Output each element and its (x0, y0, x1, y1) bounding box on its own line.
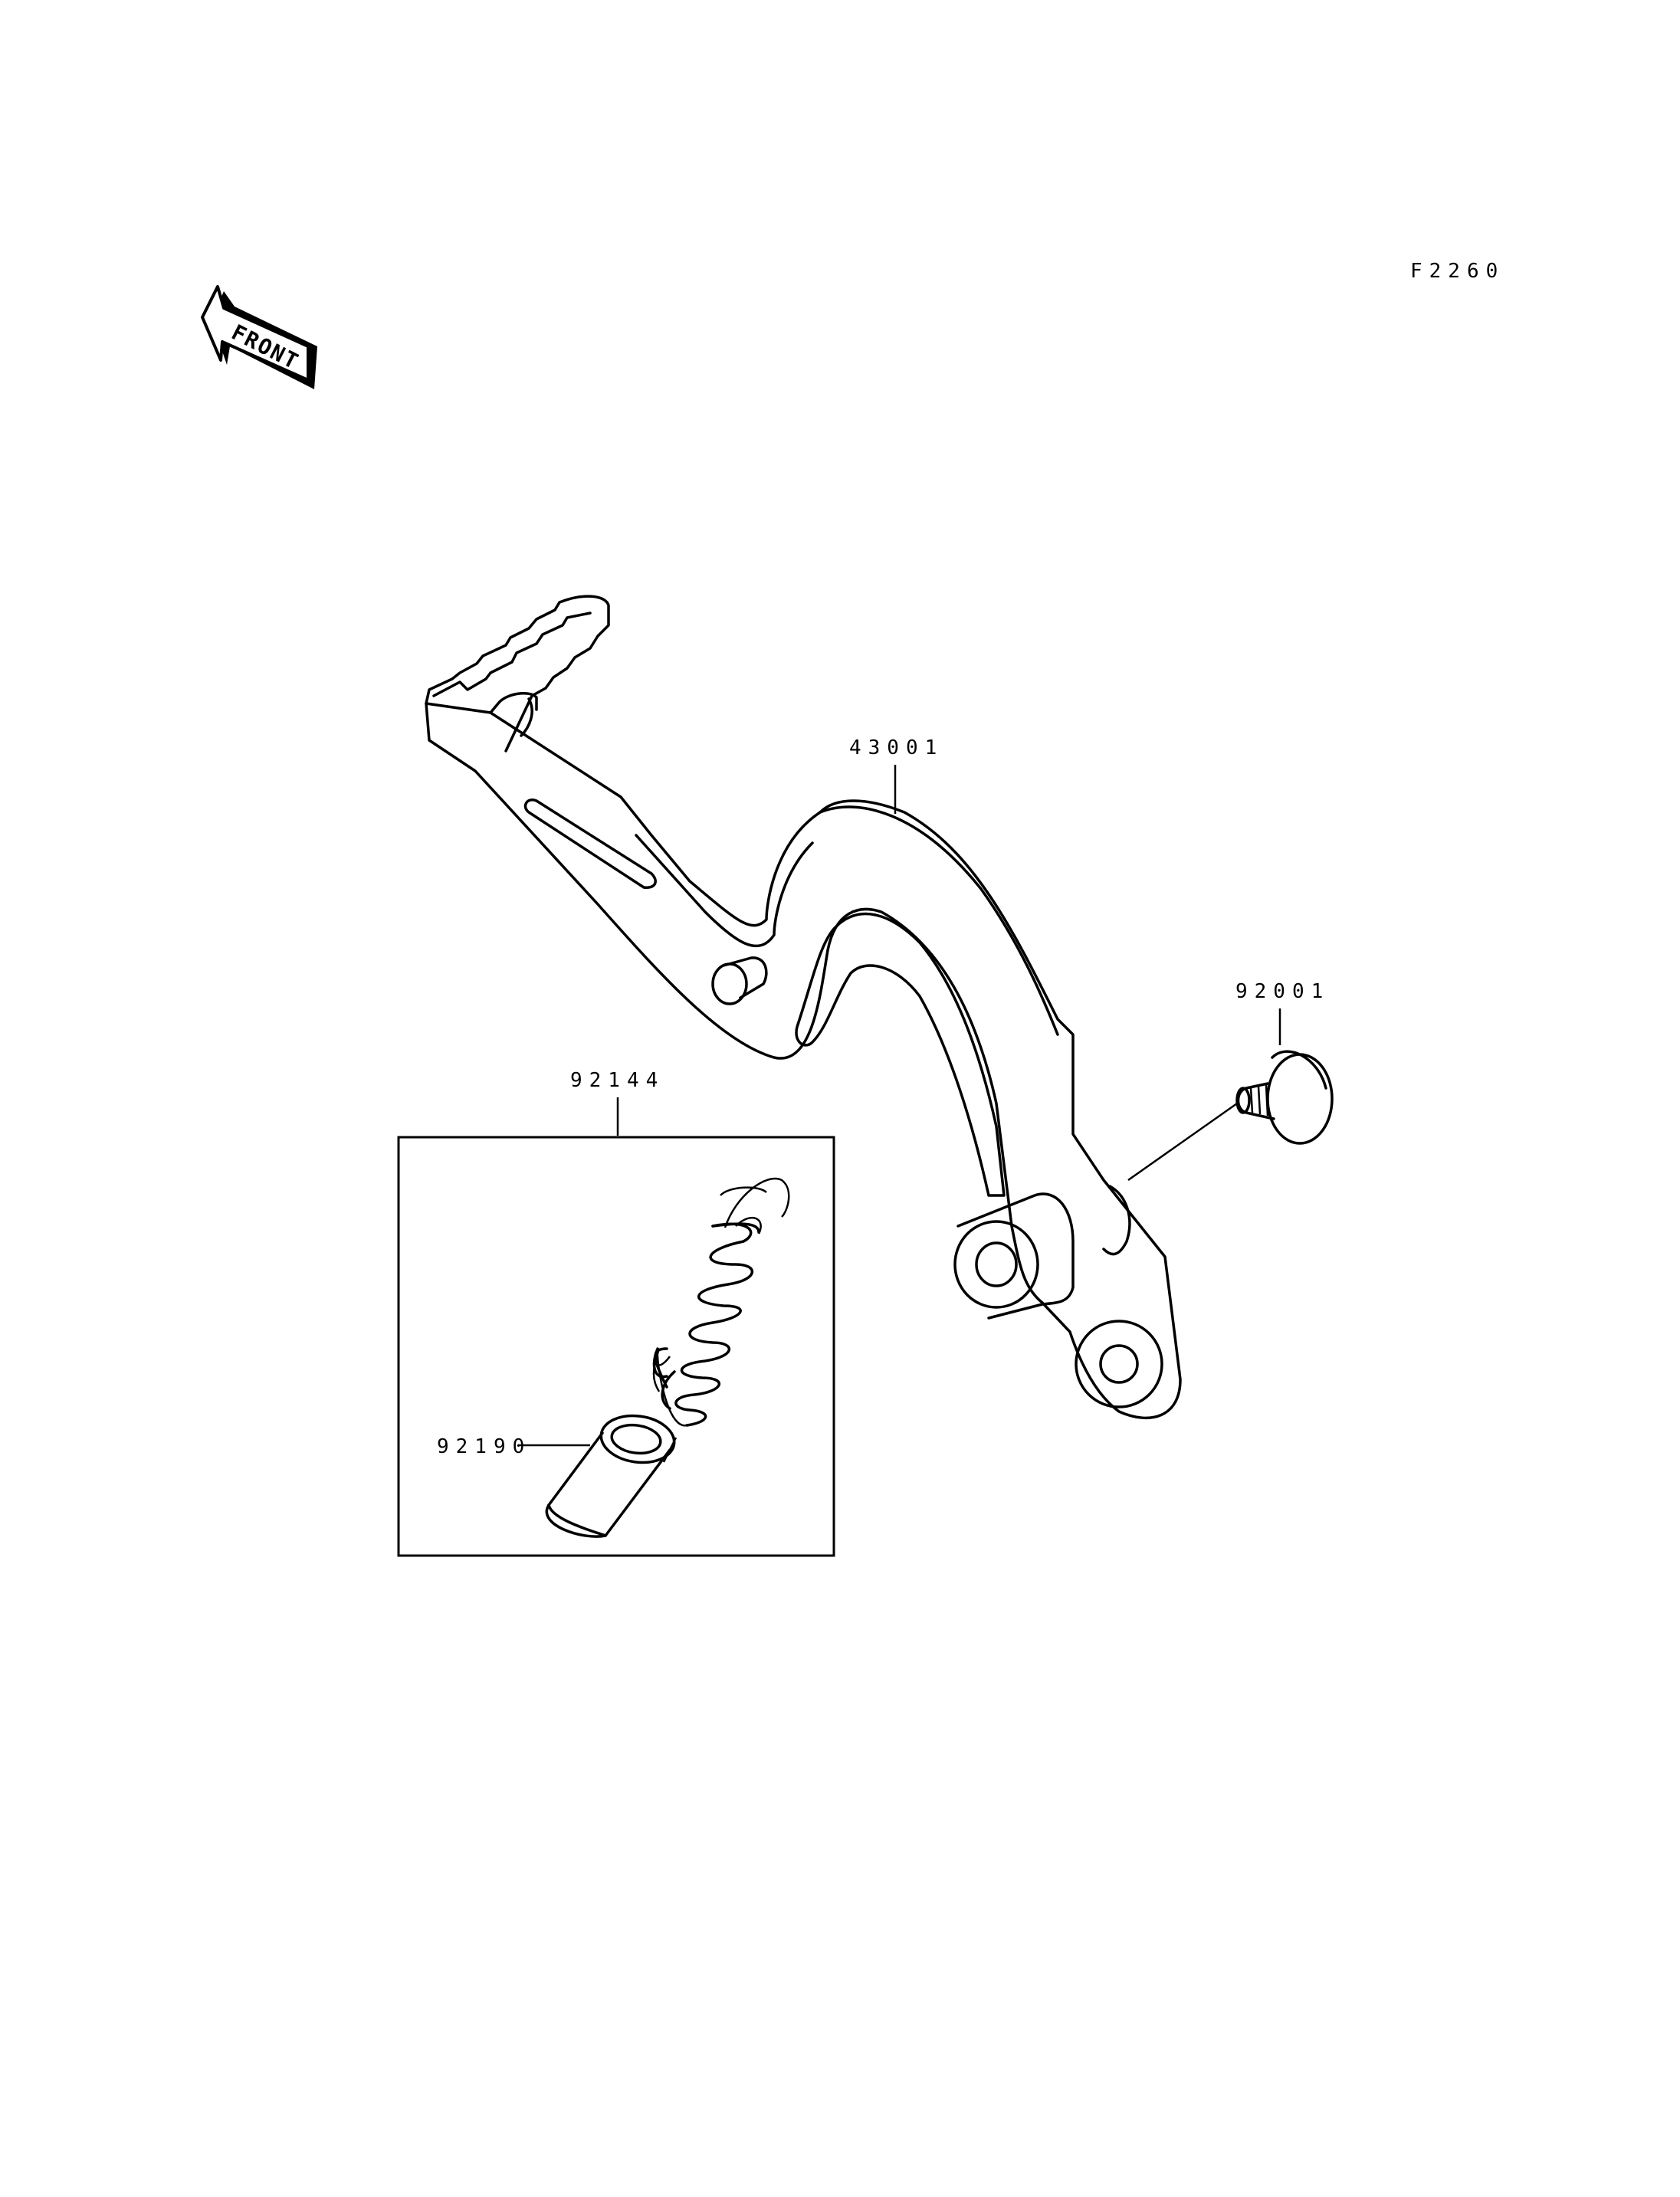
figure-code: F2260 (1410, 260, 1504, 283)
kit-box (397, 1136, 835, 1557)
label-92190: 92190 (437, 1435, 531, 1458)
brake-pedal (425, 595, 1182, 1419)
label-43001: 43001 (849, 736, 943, 759)
bolt-leader-line (1127, 1102, 1238, 1182)
collar (545, 1414, 676, 1538)
bolt (1235, 1050, 1334, 1145)
front-arrow-icon: FRONT (201, 285, 317, 389)
label-92144: 92144 (570, 1069, 664, 1092)
label-92001: 92001 (1235, 980, 1330, 1003)
spring (652, 1177, 790, 1427)
